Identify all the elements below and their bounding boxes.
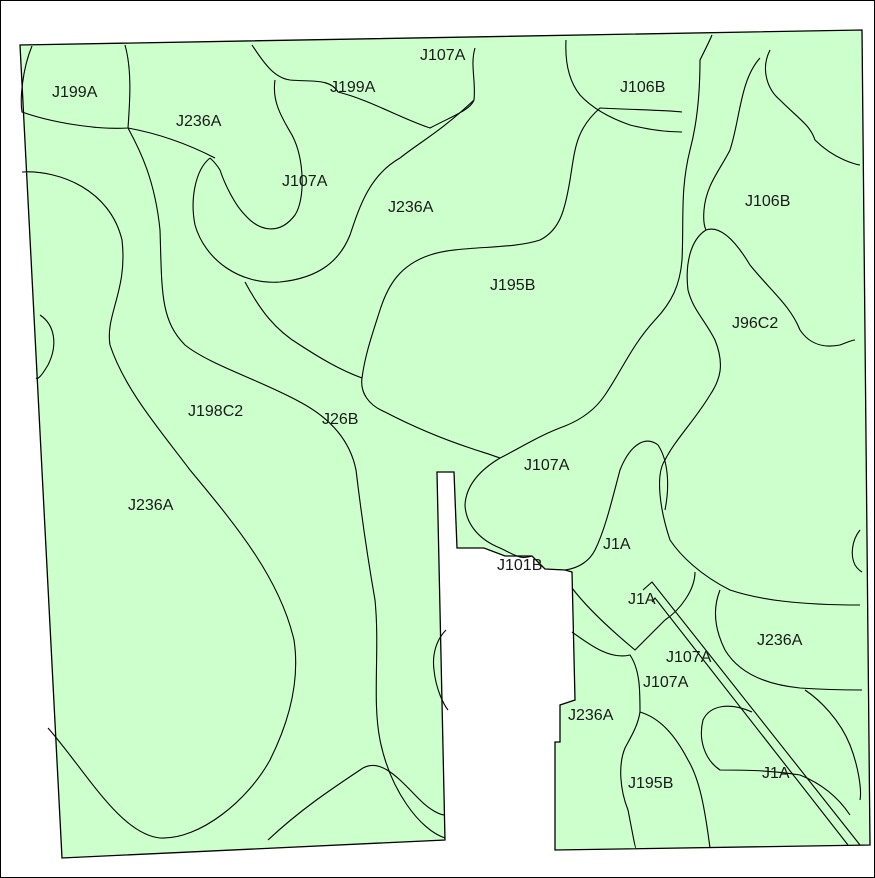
soil-label: J195B [490, 277, 535, 294]
soil-label: J107A [282, 173, 328, 190]
soil-label: J107A [524, 457, 570, 474]
soil-label: J199A [52, 84, 98, 101]
soil-label: J195B [628, 775, 673, 792]
soil-label: J106B [620, 79, 665, 96]
soil-label: J198C2 [188, 403, 243, 420]
soil-label: J101B [497, 557, 542, 574]
soil-label: J236A [128, 497, 174, 514]
soil-unit-labels: J199A J107A J199A J106B J236A J107A J236… [52, 47, 803, 792]
soil-label: J1A [603, 536, 631, 553]
soil-label: J236A [757, 632, 803, 649]
soil-label: J107A [420, 47, 466, 64]
soil-label: J1A [762, 765, 790, 782]
soil-label: J106B [745, 193, 790, 210]
soil-label: J236A [176, 113, 222, 130]
soil-label: J236A [388, 199, 434, 216]
soil-label: J26B [322, 411, 358, 428]
soil-label: J1A [628, 591, 656, 608]
soil-label: J236A [568, 707, 614, 724]
soil-label: J199A [330, 79, 376, 96]
soil-label: J107A [666, 649, 712, 666]
parcel-boundary [19, 29, 871, 859]
soil-label: J107A [643, 674, 689, 691]
soil-boundary-lines [20, 34, 863, 849]
soil-label: J96C2 [732, 315, 778, 332]
